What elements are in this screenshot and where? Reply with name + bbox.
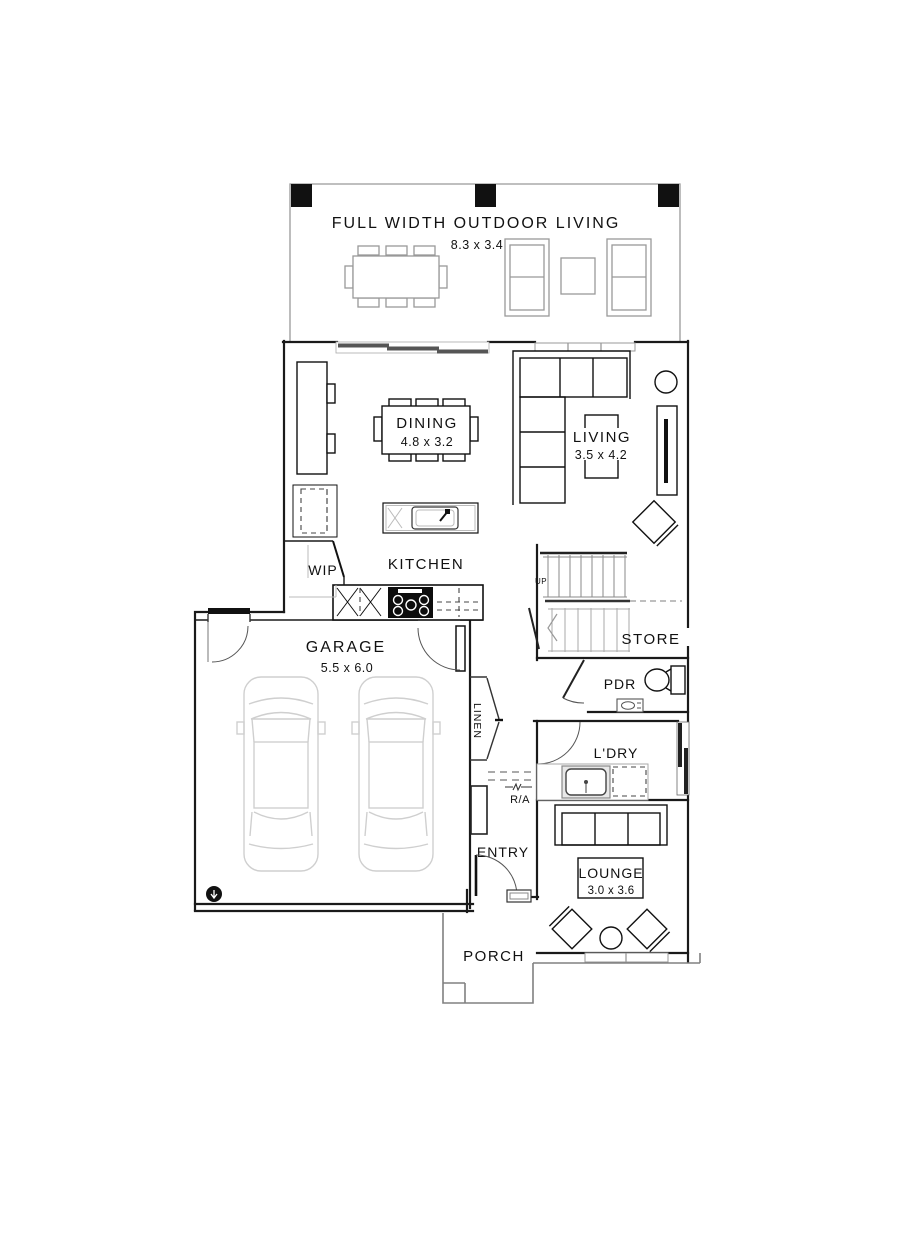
car-right bbox=[351, 676, 441, 872]
living-room: LIVING 3.5 x 4.2 bbox=[512, 350, 679, 547]
fridge-space bbox=[292, 484, 338, 538]
lounge-window bbox=[584, 952, 669, 963]
outdoor-sofa-left bbox=[504, 238, 550, 317]
dining-dims: 4.8 x 3.2 bbox=[401, 435, 453, 449]
outdoor-living-label: FULL WIDTH OUTDOOR LIVING bbox=[332, 215, 621, 232]
laundry-trough bbox=[561, 765, 611, 799]
garage-side-door bbox=[207, 608, 251, 663]
living-label: LIVING bbox=[573, 429, 631, 446]
linen-label: LINEN bbox=[471, 703, 483, 739]
hall-pier bbox=[470, 785, 488, 835]
entry: ENTRY bbox=[474, 844, 532, 903]
living-window bbox=[534, 342, 636, 352]
exterior-interior-walls bbox=[193, 339, 690, 964]
kitchen-label: KITCHEN bbox=[388, 556, 464, 573]
store-label: STORE bbox=[622, 631, 681, 648]
washer-space bbox=[612, 766, 647, 797]
garage-dims: 5.5 x 6.0 bbox=[321, 661, 373, 675]
label-mask bbox=[642, 628, 712, 646]
stairs-up-label: UP bbox=[535, 577, 547, 586]
pdr-basin bbox=[616, 698, 644, 713]
powder-room: PDR bbox=[562, 659, 686, 713]
lounge-dims: 3.0 x 3.6 bbox=[588, 885, 635, 897]
pdr-label: PDR bbox=[604, 676, 637, 692]
laundry-label: L'DRY bbox=[594, 745, 639, 761]
entry-label: ENTRY bbox=[477, 844, 529, 860]
post-center bbox=[475, 184, 496, 207]
dining-label: DINING bbox=[396, 415, 458, 432]
l-shaped-sofa bbox=[512, 350, 631, 505]
kitchen-bench bbox=[332, 584, 484, 621]
buffet-knob bbox=[326, 433, 336, 454]
walk-in-pantry: WIP bbox=[285, 540, 345, 598]
pantry-shelf bbox=[289, 545, 337, 598]
post-right bbox=[658, 184, 679, 207]
garage-house-door bbox=[417, 625, 466, 672]
return-air: R/A bbox=[488, 771, 535, 806]
garage-label: GARAGE bbox=[306, 639, 386, 656]
garage-floor-marker bbox=[206, 886, 222, 902]
porch: PORCH bbox=[442, 913, 701, 1004]
pdr-door bbox=[562, 659, 585, 699]
entry-step bbox=[506, 889, 532, 903]
living-dims: 3.5 x 4.2 bbox=[575, 448, 627, 462]
staircase: UP STORE bbox=[528, 551, 712, 652]
toilet bbox=[644, 665, 686, 695]
kitchen: KITCHEN bbox=[332, 502, 484, 621]
post-left bbox=[291, 184, 312, 207]
outdoor-living-area: FULL WIDTH OUTDOOR LIVING 8.3 x 3.4 bbox=[289, 183, 681, 342]
dining-room: DINING 4.8 x 3.2 bbox=[292, 361, 479, 538]
lounge-side-table bbox=[599, 926, 623, 950]
stair-direction-chevron bbox=[547, 613, 558, 642]
buffet-cabinet bbox=[296, 361, 328, 475]
lounge-sofa bbox=[554, 804, 668, 846]
garage: GARAGE 5.5 x 6.0 bbox=[206, 608, 466, 902]
outdoor-living-dims: 8.3 x 3.4 bbox=[451, 238, 503, 252]
outdoor-coffee-table bbox=[560, 257, 596, 295]
outdoor-sofa-right bbox=[606, 238, 652, 317]
buffet-knob bbox=[326, 383, 336, 404]
laundry-sliding-door bbox=[676, 721, 690, 796]
stacker-sliding-door bbox=[335, 341, 490, 354]
wip-label: WIP bbox=[308, 562, 337, 578]
laundry: L'DRY bbox=[536, 721, 690, 801]
lounge-chair-left bbox=[548, 905, 593, 950]
ottoman-diamond bbox=[631, 499, 679, 547]
laundry-door-arc bbox=[537, 721, 581, 765]
lounge-chair-right bbox=[626, 908, 671, 953]
wip-door bbox=[332, 540, 345, 578]
outdoor-dining-table bbox=[344, 245, 448, 308]
lounge: LOUNGE 3.0 x 3.6 bbox=[548, 804, 671, 963]
linen-closet: LINEN bbox=[470, 676, 503, 761]
return-air-label: R/A bbox=[510, 794, 530, 806]
side-table-round bbox=[654, 370, 678, 394]
linen-bifold-doors bbox=[486, 677, 500, 760]
car-left bbox=[236, 676, 326, 872]
dining-table bbox=[373, 398, 479, 462]
tv-unit bbox=[656, 405, 678, 496]
label-mask bbox=[573, 428, 631, 460]
porch-label: PORCH bbox=[463, 948, 525, 965]
lounge-label: LOUNGE bbox=[578, 865, 643, 881]
store-door bbox=[528, 607, 540, 650]
lounge-table bbox=[577, 857, 644, 899]
island-bench bbox=[382, 502, 479, 534]
